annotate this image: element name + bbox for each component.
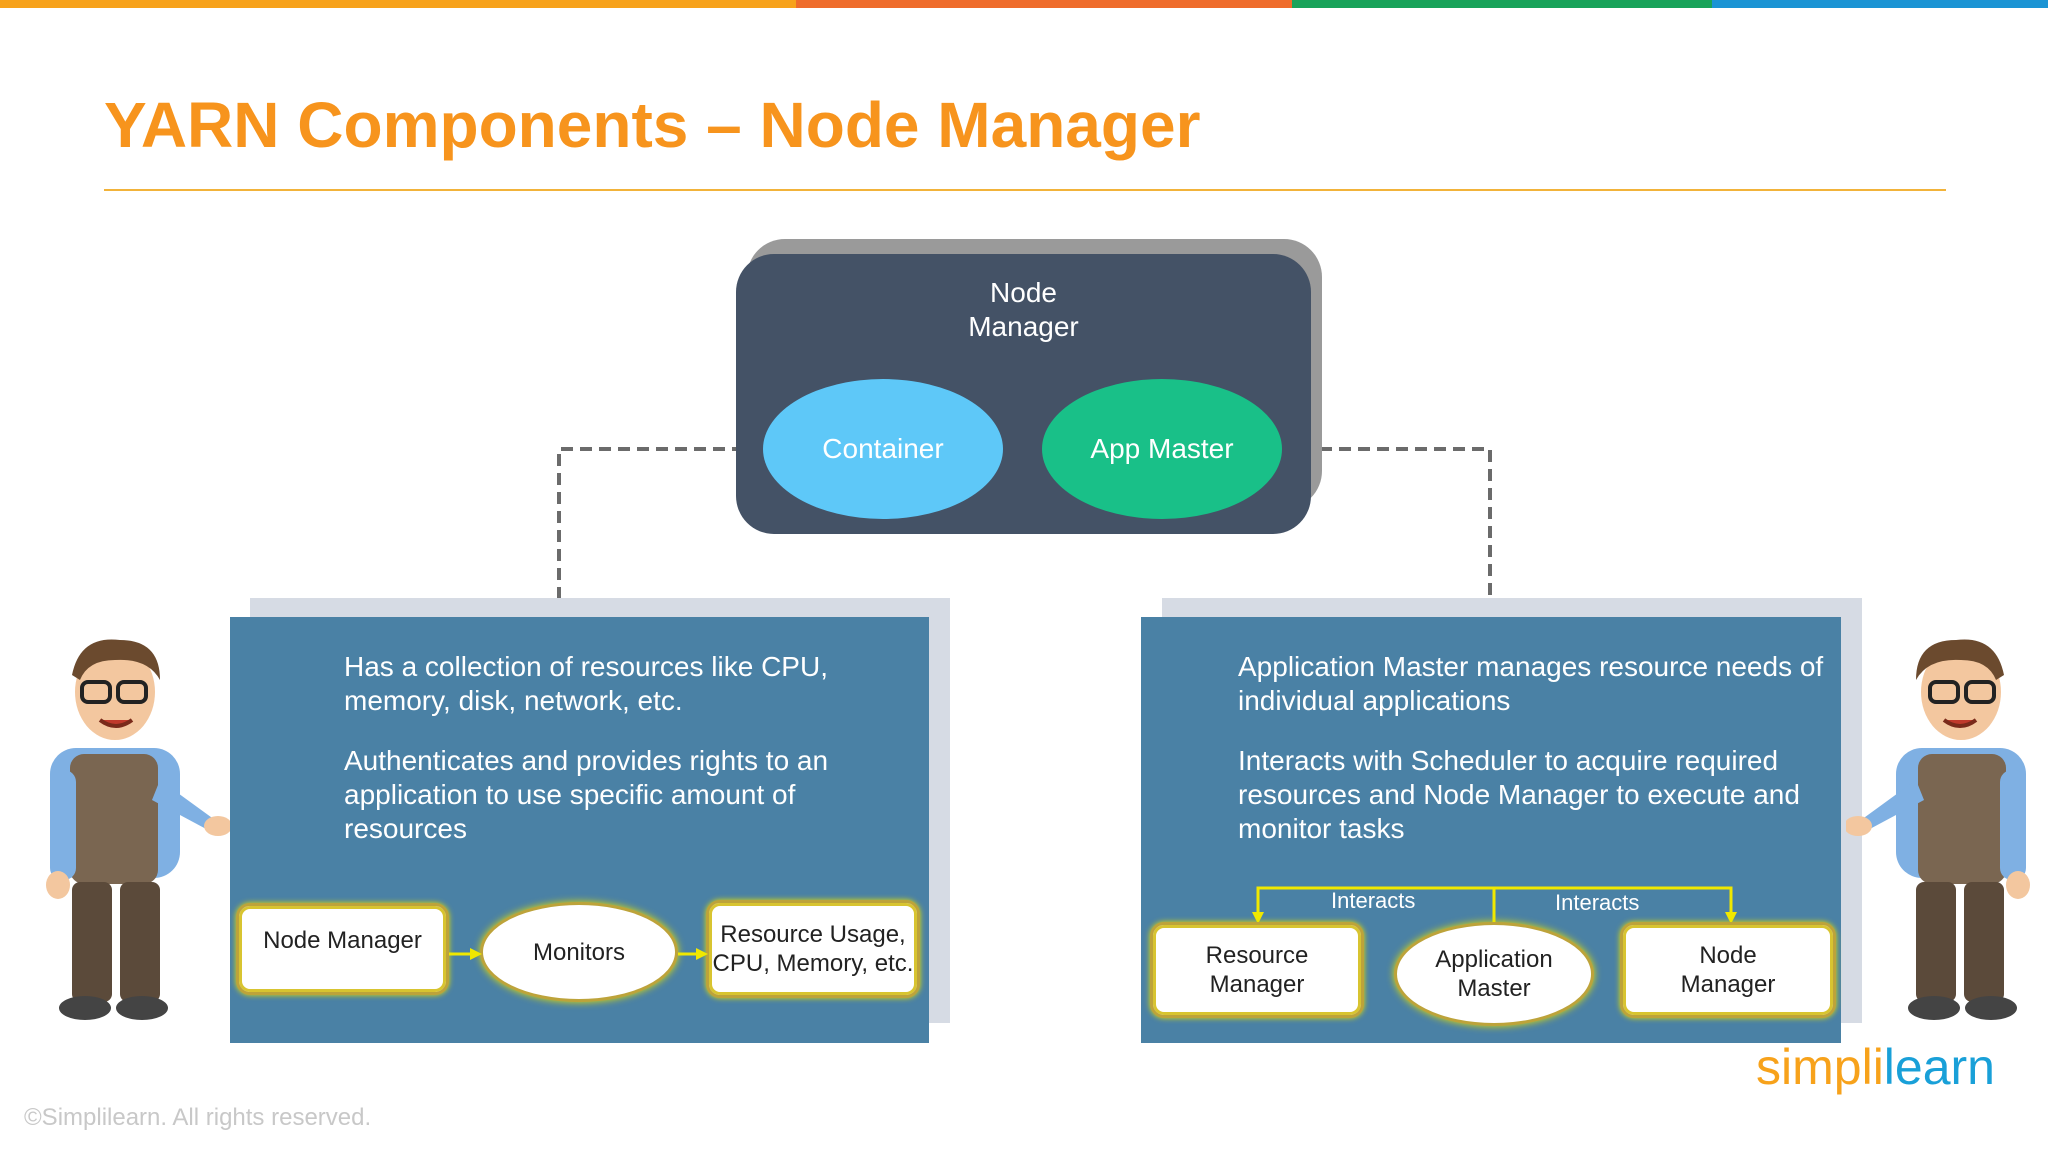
topbar-segment-red — [796, 0, 1292, 8]
logo-part2: i — [1872, 1039, 1884, 1095]
right-panel-para1: Application Master manages resource need… — [1238, 651, 1824, 716]
interacts-line-right — [1494, 886, 1733, 916]
node-manager-title-line1: Node — [990, 277, 1057, 308]
left-panel-text: Has a collection of resources like CPU, … — [344, 650, 864, 872]
flow-resource-manager-box: Resource Manager — [1150, 922, 1364, 1018]
flow-application-master-line1: Application — [1435, 946, 1553, 973]
title-divider — [104, 189, 1946, 191]
flow-resource-manager-line1: Resource — [1205, 942, 1309, 969]
flow-resource-usage-line2: CPU, Memory, etc. — [712, 950, 914, 977]
interacts-label-right: Interacts — [1555, 890, 1640, 915]
arrowhead-monitors-to-resource — [696, 948, 708, 960]
flow-node-manager-right-line2: Manager — [1680, 971, 1776, 998]
left-panel-para2: Authenticates and provides rights to an … — [344, 745, 829, 844]
flow-node-manager-label: Node Manager — [263, 927, 422, 954]
interacts-label-left: Interacts — [1331, 888, 1416, 913]
logo-part1: simpl — [1756, 1039, 1873, 1095]
presenter-left-illustration — [46, 639, 230, 1020]
presenter-left-figure — [46, 639, 230, 1020]
left-panel-para1: Has a collection of resources like CPU, … — [344, 651, 828, 716]
right-panel-text: Application Master manages resource need… — [1238, 650, 1828, 872]
topbar-segment-orange — [0, 0, 796, 8]
flow-application-master-line2: Master — [1457, 975, 1531, 1002]
logo-part3: learn — [1883, 1039, 1995, 1095]
node-manager-title-line2: Manager — [968, 311, 1079, 342]
slide-title: YARN Components – Node Manager — [104, 89, 1201, 161]
right-panel-para2: Interacts with Scheduler to acquire requ… — [1238, 745, 1800, 844]
flow-node-manager-box: Node Manager — [236, 903, 449, 995]
interacts-arrowhead-left — [1252, 912, 1264, 924]
topbar-segment-blue — [1712, 0, 2048, 8]
top-color-bar — [0, 0, 2048, 8]
copyright-footer: ©Simplilearn. All rights reserved. — [24, 1104, 372, 1131]
container-label: Container — [822, 433, 944, 464]
interacts-line-left — [1256, 886, 1496, 930]
flow-monitors-label: Monitors — [532, 938, 626, 966]
flow-node-manager-right-line1: Node — [1699, 942, 1757, 969]
flow-application-master-ellipse: Application Master — [1394, 922, 1594, 1026]
arrowhead-nm-to-monitors — [470, 948, 482, 960]
flow-resource-manager-line2: Manager — [1209, 971, 1305, 998]
dashed-connector-left — [557, 447, 763, 605]
flow-resource-usage-box: Resource Usage, CPU, Memory, etc. — [706, 900, 920, 998]
app-master-ellipse: App Master — [1042, 379, 1282, 519]
flow-node-manager-right-box: Node Manager — [1620, 922, 1836, 1018]
presenter-right-illustration — [1846, 639, 2030, 1020]
container-ellipse: Container — [763, 379, 1003, 519]
dashed-connector-right — [1282, 447, 1492, 605]
presenter-right-figure — [1846, 639, 2030, 1020]
node-manager-title: Node Manager — [736, 276, 1311, 344]
simplilearn-logo: simplilearn — [1756, 1038, 1995, 1096]
flow-monitors-ellipse: Monitors — [480, 902, 678, 1002]
app-master-label: App Master — [1090, 433, 1234, 464]
flow-resource-usage-line1: Resource Usage, — [720, 921, 906, 948]
topbar-segment-green — [1292, 0, 1712, 8]
interacts-arrowhead-right — [1725, 912, 1737, 924]
